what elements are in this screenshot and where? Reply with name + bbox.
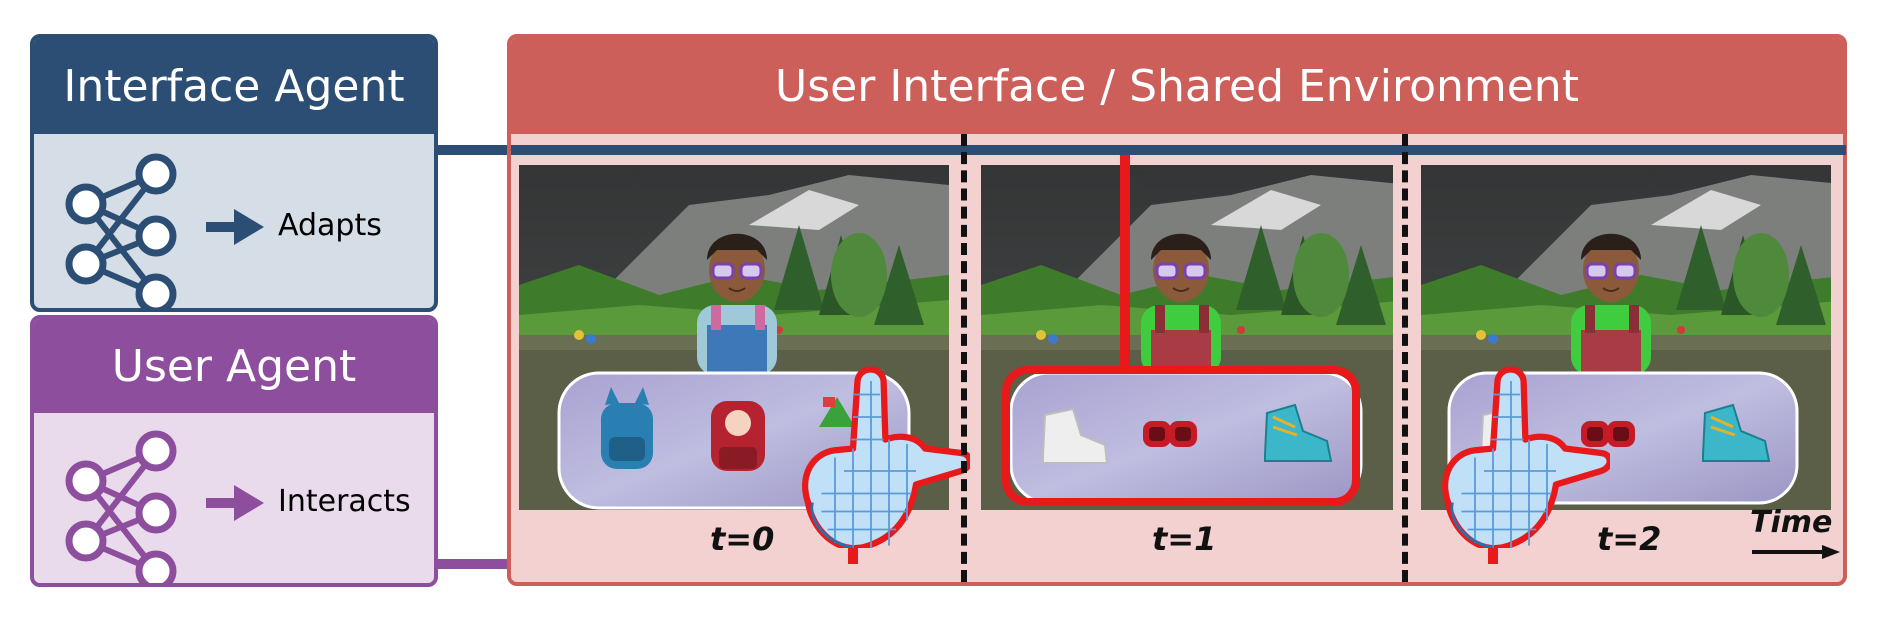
sneaker-teal-icon[interactable] [1264, 403, 1333, 462]
pointing-hand-icon[interactable] [1430, 358, 1610, 548]
arrow-right-icon [206, 485, 264, 521]
arrow-right-icon [206, 209, 264, 245]
interface-agent-action: Adapts [278, 208, 382, 243]
user-agent-action: Interacts [278, 484, 411, 519]
scene-t1 [981, 165, 1393, 510]
environment-title: User Interface / Shared Environment [511, 38, 1843, 134]
adaptation-highlight-box [1002, 366, 1360, 506]
goggles-red-icon[interactable] [1143, 421, 1197, 447]
interface-agent-panel: Interface Agent Adapts [30, 34, 438, 312]
time-arrow-icon [1752, 545, 1840, 559]
interface-agent-line [511, 145, 1846, 155]
time-divider [1402, 134, 1408, 582]
user-agent-title: User Agent [34, 319, 434, 413]
time-divider [961, 134, 967, 582]
timestep-label-t1: t=1 [1152, 520, 1217, 558]
neural-network-icon [65, 430, 177, 583]
character-avatar [697, 232, 777, 375]
hat-green-icon[interactable] [819, 397, 855, 427]
backpack-blue-icon[interactable] [601, 387, 653, 469]
interface-agent-title: Interface Agent [34, 38, 434, 134]
sneaker-teal-icon[interactable] [1702, 403, 1771, 462]
goggles-red-icon[interactable] [1581, 421, 1635, 447]
backpack-red-icon[interactable] [711, 401, 765, 471]
neural-network-icon [65, 153, 177, 308]
character-avatar [1571, 232, 1651, 375]
timestep-label-t2: t=2 [1597, 520, 1662, 558]
adaptation-highlight-line [1120, 155, 1130, 370]
pointing-hand-icon[interactable] [790, 358, 970, 548]
timestep-label-t0: t=0 [710, 520, 775, 558]
sneaker-white-icon[interactable] [1042, 407, 1109, 464]
time-axis-label: Time [1750, 505, 1833, 540]
user-agent-panel: User Agent Interacts [30, 315, 438, 587]
